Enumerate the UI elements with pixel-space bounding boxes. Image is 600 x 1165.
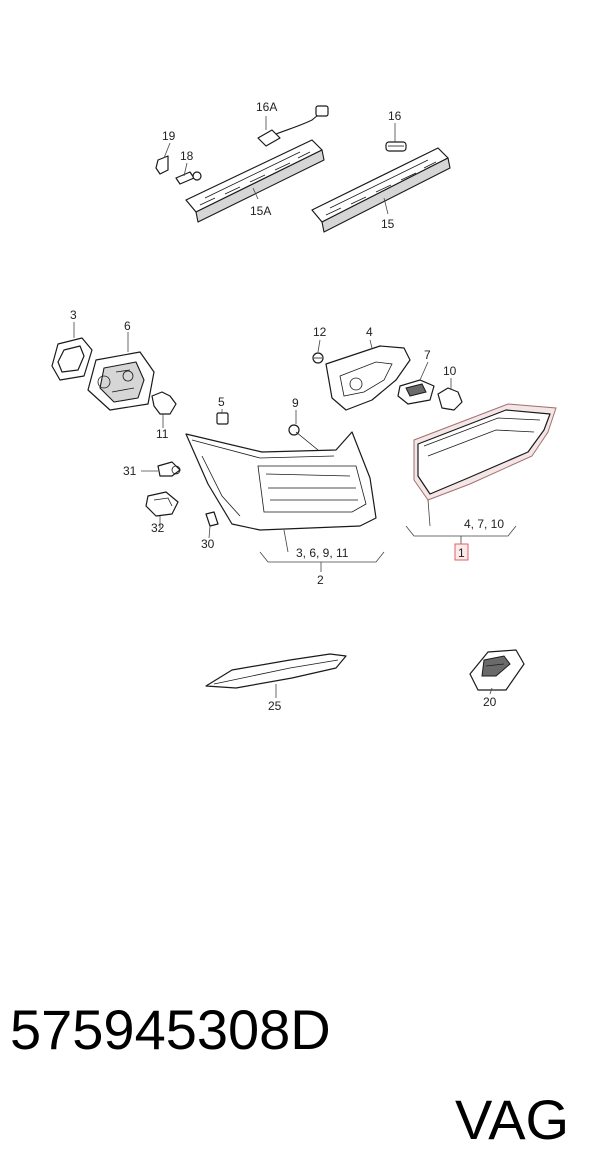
label-6: 6 (124, 319, 131, 333)
part-20-plate-light (469, 649, 525, 691)
label-4: 4 (366, 325, 373, 339)
label-19: 19 (162, 129, 176, 143)
part-4-bulb-holder (325, 345, 411, 411)
label-5: 5 (218, 395, 225, 409)
part-18-small-bulb (175, 171, 202, 185)
part-5-plug (216, 412, 229, 425)
part-15a-strip-light (185, 139, 325, 223)
label-16a: 16A (256, 100, 277, 114)
group-bracket-1 (405, 499, 517, 544)
part-19-clip (155, 155, 169, 175)
label-31: 31 (123, 464, 137, 478)
part-16-bulb (385, 141, 407, 152)
label-3: 3 (70, 308, 77, 322)
part-2-outer-tail-light (185, 431, 377, 531)
label-25: 25 (268, 699, 282, 713)
part-30-clip (205, 511, 219, 527)
group-bracket-2 (259, 529, 385, 572)
label-18: 18 (180, 149, 194, 163)
label-10: 10 (443, 364, 457, 378)
label-9: 9 (292, 396, 299, 410)
part-32-connector (145, 491, 179, 517)
part-25-trim-strip (205, 653, 347, 689)
label-1: 1 (458, 546, 465, 560)
label-12: 12 (313, 325, 327, 339)
label-15: 15 (381, 217, 395, 231)
part-number: 575945308D (10, 998, 331, 1061)
part-9-screw (288, 424, 319, 451)
part-6-bulb-carrier (87, 351, 155, 411)
part-3-gasket (51, 337, 93, 381)
part-7-socket (397, 379, 435, 405)
highlight-box-part-1 (454, 543, 469, 561)
part-31-bulb-socket (157, 461, 181, 477)
label-30: 30 (201, 537, 215, 551)
label-group-1-items: 4, 7, 10 (464, 517, 504, 531)
footer: 575945308D VAG (0, 895, 600, 1151)
label-16: 16 (388, 109, 402, 123)
label-20: 20 (483, 695, 497, 709)
part-12-nut (312, 352, 324, 364)
label-32: 32 (151, 521, 165, 535)
part-1-inner-tail-light (413, 403, 557, 501)
part-10-bulb (437, 387, 463, 411)
label-7: 7 (424, 348, 431, 362)
label-11: 11 (156, 427, 169, 441)
parts-diagram: 16A 19 18 15A 16 15 3 6 11 12 4 7 10 5 9… (51, 100, 557, 713)
part-16a-holder-cable (257, 105, 329, 147)
label-15a: 15A (250, 204, 271, 218)
label-group-2-items: 3, 6, 9, 11 (296, 546, 349, 560)
brand-name: VAG (455, 1088, 570, 1151)
part-11-bulb (151, 391, 177, 415)
part-15-strip-light (311, 147, 451, 233)
label-2: 2 (317, 573, 324, 587)
